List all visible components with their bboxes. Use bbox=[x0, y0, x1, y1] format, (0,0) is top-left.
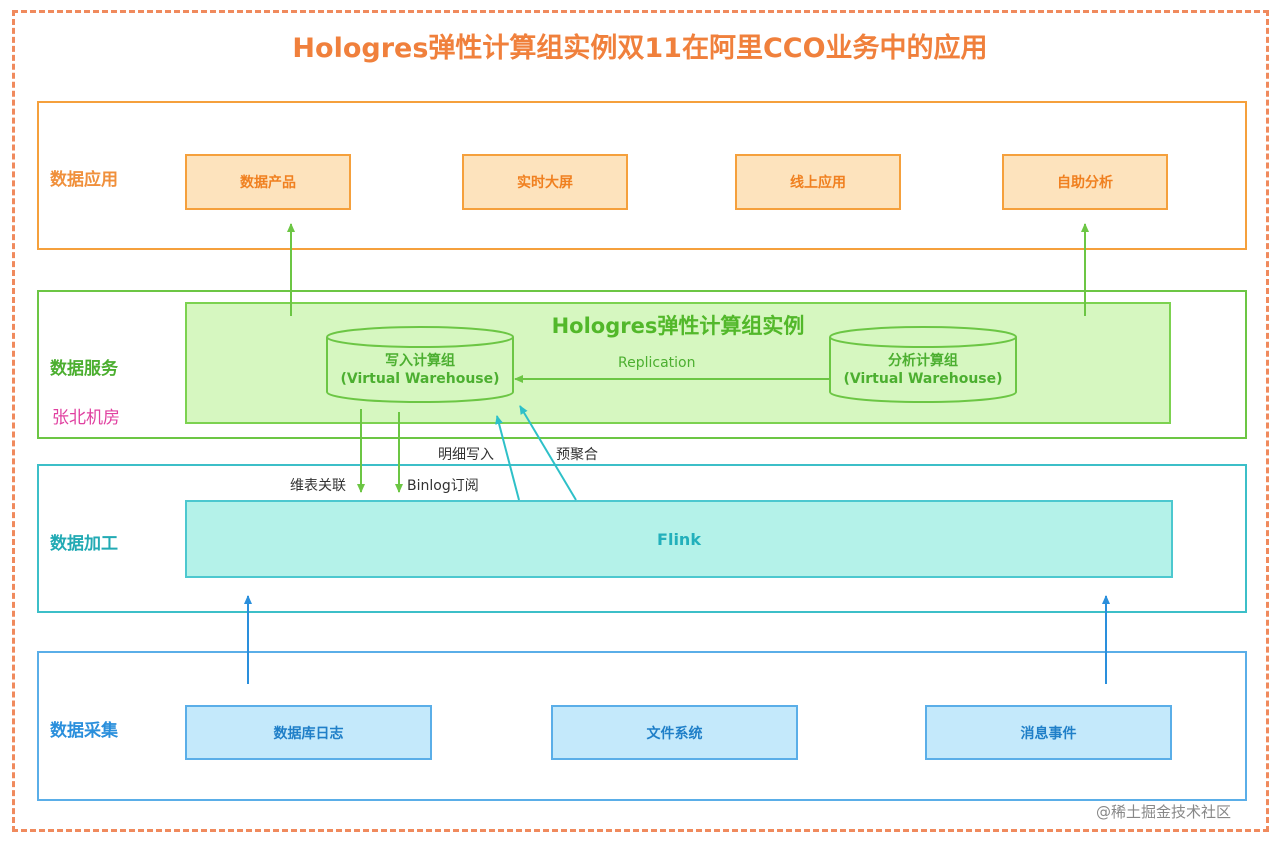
write-group-cylinder bbox=[326, 326, 514, 403]
source-box-file-system: 文件系统 bbox=[551, 705, 798, 760]
datacenter-label: 张北机房 bbox=[52, 408, 120, 428]
analysis-group-subtitle: (Virtual Warehouse) bbox=[843, 371, 1003, 387]
flink-panel: Flink bbox=[185, 500, 1173, 578]
service-layer-label: 数据服务 bbox=[50, 359, 118, 379]
analysis-group-cylinder bbox=[829, 326, 1017, 403]
app-box-realtime-dashboard: 实时大屏 bbox=[462, 154, 628, 210]
binlog-label: Binlog订阅 bbox=[407, 478, 479, 494]
pre-agg-arrow bbox=[519, 405, 577, 501]
app-box-online-app: 线上应用 bbox=[735, 154, 901, 210]
app-box-data-product: 数据产品 bbox=[185, 154, 351, 210]
write-group-label: 写入计算组 (Virtual Warehouse) bbox=[327, 352, 513, 388]
detail-write-label: 明细写入 bbox=[438, 447, 494, 463]
watermark: @稀土掘金技术社区 bbox=[1096, 803, 1232, 821]
processing-layer-label: 数据加工 bbox=[50, 534, 118, 554]
analysis-group-name: 分析计算组 bbox=[888, 353, 958, 369]
diagram-title: Hologres弹性计算组实例双11在阿里CCO业务中的应用 bbox=[292, 33, 988, 64]
replication-label: Replication bbox=[618, 355, 696, 371]
source-box-db-log: 数据库日志 bbox=[185, 705, 432, 760]
hologres-instance-title: Hologres弹性计算组实例 bbox=[551, 314, 805, 338]
application-layer-label: 数据应用 bbox=[50, 170, 118, 190]
write-group-name: 写入计算组 bbox=[385, 353, 455, 369]
app-box-self-analysis: 自助分析 bbox=[1002, 154, 1168, 210]
dim-join-label: 维表关联 bbox=[290, 478, 346, 494]
pre-agg-label: 预聚合 bbox=[556, 447, 598, 463]
source-box-message-event: 消息事件 bbox=[925, 705, 1172, 760]
collection-layer-label: 数据采集 bbox=[50, 721, 118, 741]
detail-write-arrow bbox=[495, 415, 520, 501]
write-group-subtitle: (Virtual Warehouse) bbox=[340, 371, 500, 387]
analysis-group-label: 分析计算组 (Virtual Warehouse) bbox=[830, 352, 1016, 388]
diagram-frame bbox=[12, 10, 1269, 832]
